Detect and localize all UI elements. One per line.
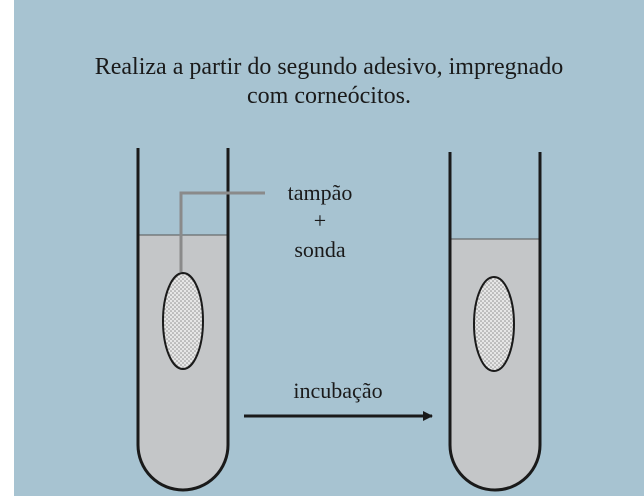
right-test-tube — [448, 152, 542, 492]
probe-label: sonda — [294, 237, 346, 262]
right-adhesive-disc — [473, 276, 515, 372]
incubation-label: incubação — [293, 378, 382, 403]
plus-label: + — [314, 208, 326, 233]
caption-line-2: com corneócitos. — [247, 83, 411, 109]
right-tube-outline — [448, 152, 542, 492]
left-tube-outline — [136, 148, 230, 492]
caption-line-1: Realiza a partir do segundo adesivo, imp… — [95, 54, 564, 80]
left-test-tube — [136, 148, 265, 492]
cap-label: tampão — [288, 180, 353, 205]
probe-wire — [179, 191, 265, 272]
left-adhesive-disc — [162, 272, 204, 370]
